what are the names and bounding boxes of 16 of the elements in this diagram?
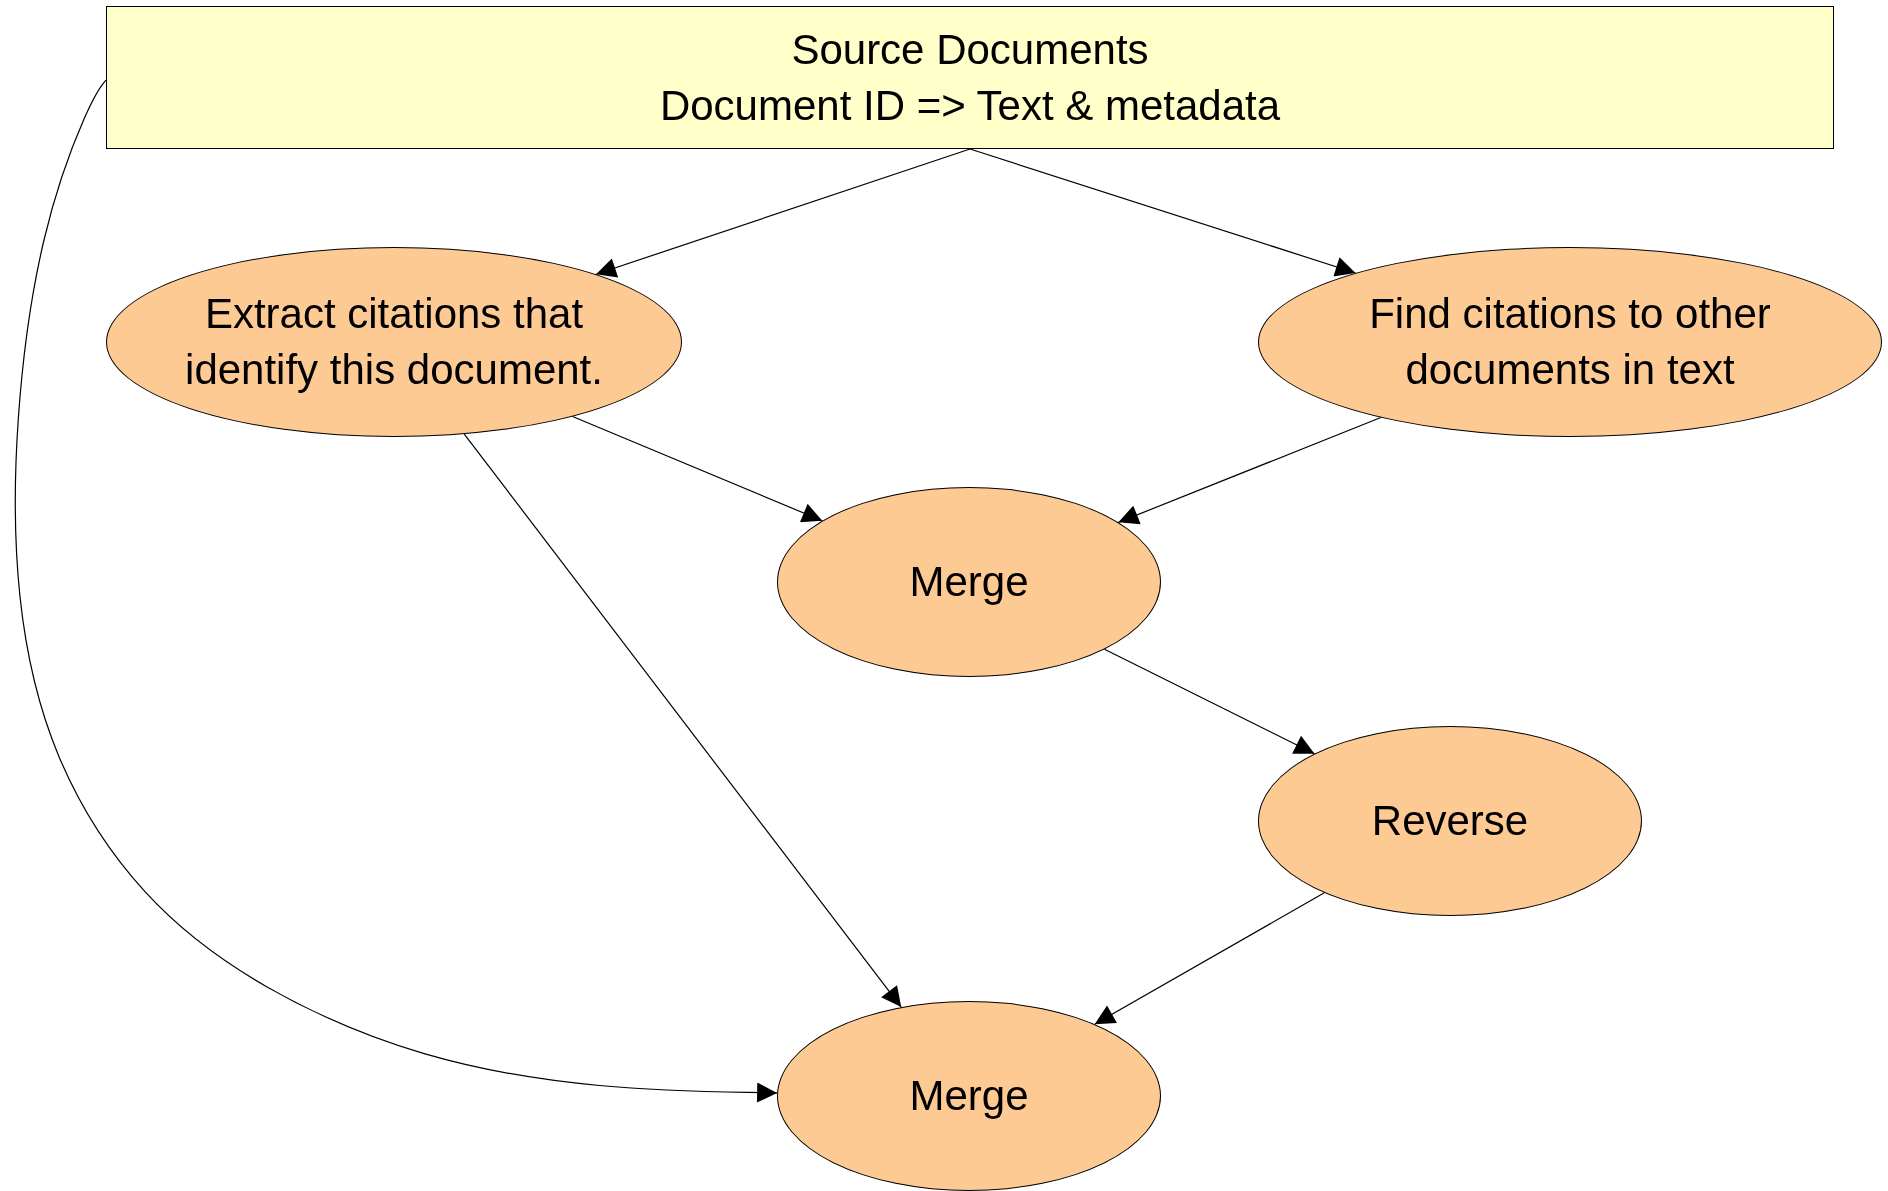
node-label: Reverse bbox=[1371, 796, 1529, 846]
node-label: Merge bbox=[909, 1071, 1029, 1121]
arrow bbox=[463, 433, 902, 1008]
arrow bbox=[595, 148, 971, 278]
source-box bbox=[106, 6, 1834, 149]
box-subtitle: Document ID => Text & metadata bbox=[659, 80, 1281, 131]
node-label: Find citations to other documents in text bbox=[1368, 289, 1772, 395]
arrow bbox=[14, 79, 778, 1103]
arrow bbox=[969, 148, 1357, 277]
arrow bbox=[1103, 648, 1316, 755]
node-label: Merge bbox=[909, 557, 1029, 607]
arrow bbox=[1117, 416, 1382, 525]
arrow bbox=[571, 415, 823, 523]
arrow bbox=[1094, 892, 1325, 1025]
box-title: Source Documents bbox=[791, 24, 1149, 75]
node-label: Extract citations that identify this document. bbox=[184, 289, 604, 395]
